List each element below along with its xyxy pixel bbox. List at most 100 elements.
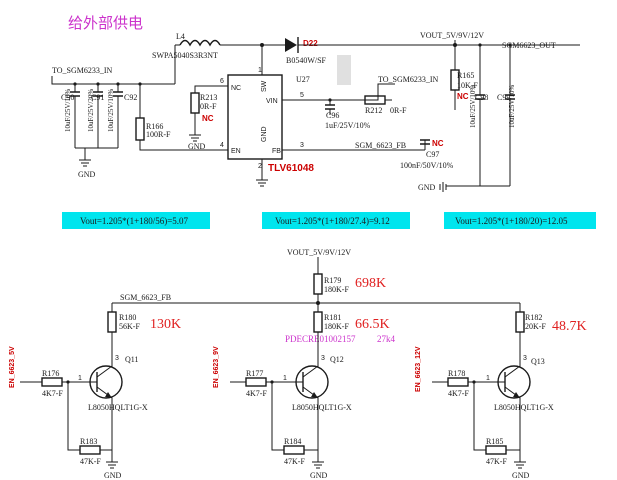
r166-val: 100R-F	[146, 130, 171, 139]
net-label-en-12v: EN_6623_12V	[415, 346, 422, 392]
net-label-vout-bottom: VOUT_5V/9V/12V	[287, 248, 351, 257]
c90-ref: C90	[61, 93, 74, 102]
diode-part: B0540W/SF	[286, 56, 327, 65]
pde-note: 27k4	[377, 334, 396, 344]
equation-box-5v: Vout=1.205*(1+180/56)=5.07	[62, 212, 210, 229]
c99-ref: C99	[497, 93, 510, 102]
diode-ref: D22	[303, 39, 318, 48]
r185-ref: R185	[486, 437, 503, 446]
inductor-ref: L4	[176, 32, 185, 41]
ic-pin-en: EN	[231, 148, 241, 155]
ic-pin-num: 4	[220, 142, 224, 149]
r212-ref: R212	[365, 106, 382, 115]
resistor-r179: R179 180K-F 698K	[313, 273, 386, 295]
net-label-fb-top: SGM_6623_FB	[355, 141, 406, 150]
r181-val: 180K-F	[324, 322, 349, 331]
ic-pin-gnd: GND	[261, 126, 268, 142]
c98-value: 10uF/25V/10%	[469, 85, 477, 128]
net-label-sgm-in-left: TO_SGM6233_IN	[52, 66, 113, 75]
transistor-q13: Q13 L8050HQLT1G-X	[494, 357, 554, 412]
r184-val: 47K-F	[284, 457, 305, 466]
gnd-label: GND	[78, 170, 96, 179]
transistor-q12: Q12 L8050HQLT1G-X	[292, 355, 352, 412]
gnd-symbol-1: GND	[78, 159, 96, 179]
ic-pin-sw: SW	[261, 80, 268, 92]
capacitor-c92: C92	[113, 91, 137, 102]
ic-ref: U27	[296, 75, 310, 84]
net-label-en-9v: EN_6623_9V	[213, 346, 220, 388]
pde-code: PDECRE01002157	[285, 334, 356, 344]
r179-note: 698K	[355, 276, 386, 291]
r178-val: 4K7-F	[448, 389, 469, 398]
r178-ref: R178	[448, 369, 465, 378]
resistor-r184: R184 47K-F	[283, 437, 305, 466]
net-label-vout-top: VOUT_5V/9V/12V	[420, 31, 484, 40]
c97-val: 100nF/50V/10%	[400, 161, 454, 170]
diode-d22: D22 B0540W/SF	[285, 37, 327, 65]
gnd-label: GND	[512, 471, 530, 480]
r183-ref: R183	[80, 437, 97, 446]
inductor-l4: L4 SWPA5040S3R3NT	[152, 32, 221, 60]
gnd-symbol-4: GND	[418, 182, 447, 192]
r185-val: 47K-F	[486, 457, 507, 466]
resistor-r181: R181 180K-F 66.5K	[313, 311, 390, 333]
r180-val: 56K-F	[119, 322, 140, 331]
equation-5v: Vout=1.205*(1+180/56)=5.07	[80, 216, 189, 226]
net-label-en-5v: EN_6623_5V	[9, 346, 16, 388]
gnd-symbol-3	[256, 179, 268, 187]
q12-ref: Q12	[330, 355, 344, 364]
section-title: 给外部供电	[68, 14, 143, 32]
pin-num: 1	[486, 375, 490, 382]
gnd-symbol-2: GND	[188, 134, 206, 151]
q11-part: L8050HQLT1G-X	[88, 403, 148, 412]
ic-pin-num: 5	[300, 92, 304, 99]
c92-value: 10uF/25V/10%	[107, 89, 115, 132]
net-label-sgm-out: SGM6623_OUT	[502, 41, 556, 50]
gnd-symbol-7: GND	[512, 461, 530, 480]
r213-val: 0R-F	[200, 102, 217, 111]
ic-pin-num: 3	[300, 142, 304, 149]
transistor-q11: Q11 L8050HQLT1G-X	[88, 355, 148, 412]
equation-9v: Vout=1.205*(1+180/27.4)=9.12	[275, 216, 390, 226]
ic-pin-fb: FB	[272, 148, 281, 155]
r213-nc: NC	[202, 114, 214, 123]
equation-box-9v: Vout=1.205*(1+180/27.4)=9.12	[262, 212, 410, 229]
r179-val: 180K-F	[324, 285, 349, 294]
q11-ref: Q11	[125, 355, 138, 364]
capacitor-c97: NC C97 100nF/50V/10%	[400, 139, 454, 170]
ic-pin-num: 2	[258, 163, 262, 170]
q13-part: L8050HQLT1G-X	[494, 403, 554, 412]
resistor-r183: R183 47K-F	[79, 437, 101, 466]
resistor-r177: R177 4K7-F	[245, 369, 267, 398]
equation-box-12v: Vout=1.205*(1+180/20)=12.05	[444, 212, 596, 229]
ic-pin-vin: VIN	[266, 98, 278, 105]
redacted-block	[337, 55, 351, 85]
c96-val: 1uF/25V/10%	[325, 121, 371, 130]
r177-ref: R177	[246, 369, 263, 378]
gnd-label: GND	[188, 142, 206, 151]
q12-part: L8050HQLT1G-X	[292, 403, 352, 412]
ic-pin-num: 1	[258, 67, 262, 74]
r180-ref: R180	[119, 313, 136, 322]
resistor-r185: R185 47K-F	[485, 437, 507, 466]
net-label-fb-bottom: SGM_6623_FB	[120, 293, 171, 302]
gnd-label: GND	[418, 183, 436, 192]
ic-part: TLV61048	[268, 163, 314, 174]
c97-nc: NC	[432, 139, 444, 148]
resistor-r180: R180 56K-F 130K	[107, 311, 181, 333]
q13-ref: Q13	[531, 357, 545, 366]
pin-num: 3	[523, 355, 527, 362]
r181-ref: R181	[324, 313, 341, 322]
bottom-feedback-circuit: VOUT_5V/9V/12V R179 180K-F 698K SGM_6623…	[9, 248, 587, 480]
r181-note: 66.5K	[355, 317, 390, 332]
resistor-r212: R212 0R-F	[364, 95, 407, 115]
resistor-r166: R166 100R-F	[135, 117, 171, 141]
r165-val: 10K-F	[457, 81, 478, 90]
c98-ref: C98	[475, 93, 488, 102]
r176-val: 4K7-F	[42, 389, 63, 398]
c96-ref: C96	[326, 111, 339, 120]
gnd-label: GND	[310, 471, 328, 480]
capacitor-c98: C98	[475, 93, 488, 102]
pin-num: 3	[321, 355, 325, 362]
